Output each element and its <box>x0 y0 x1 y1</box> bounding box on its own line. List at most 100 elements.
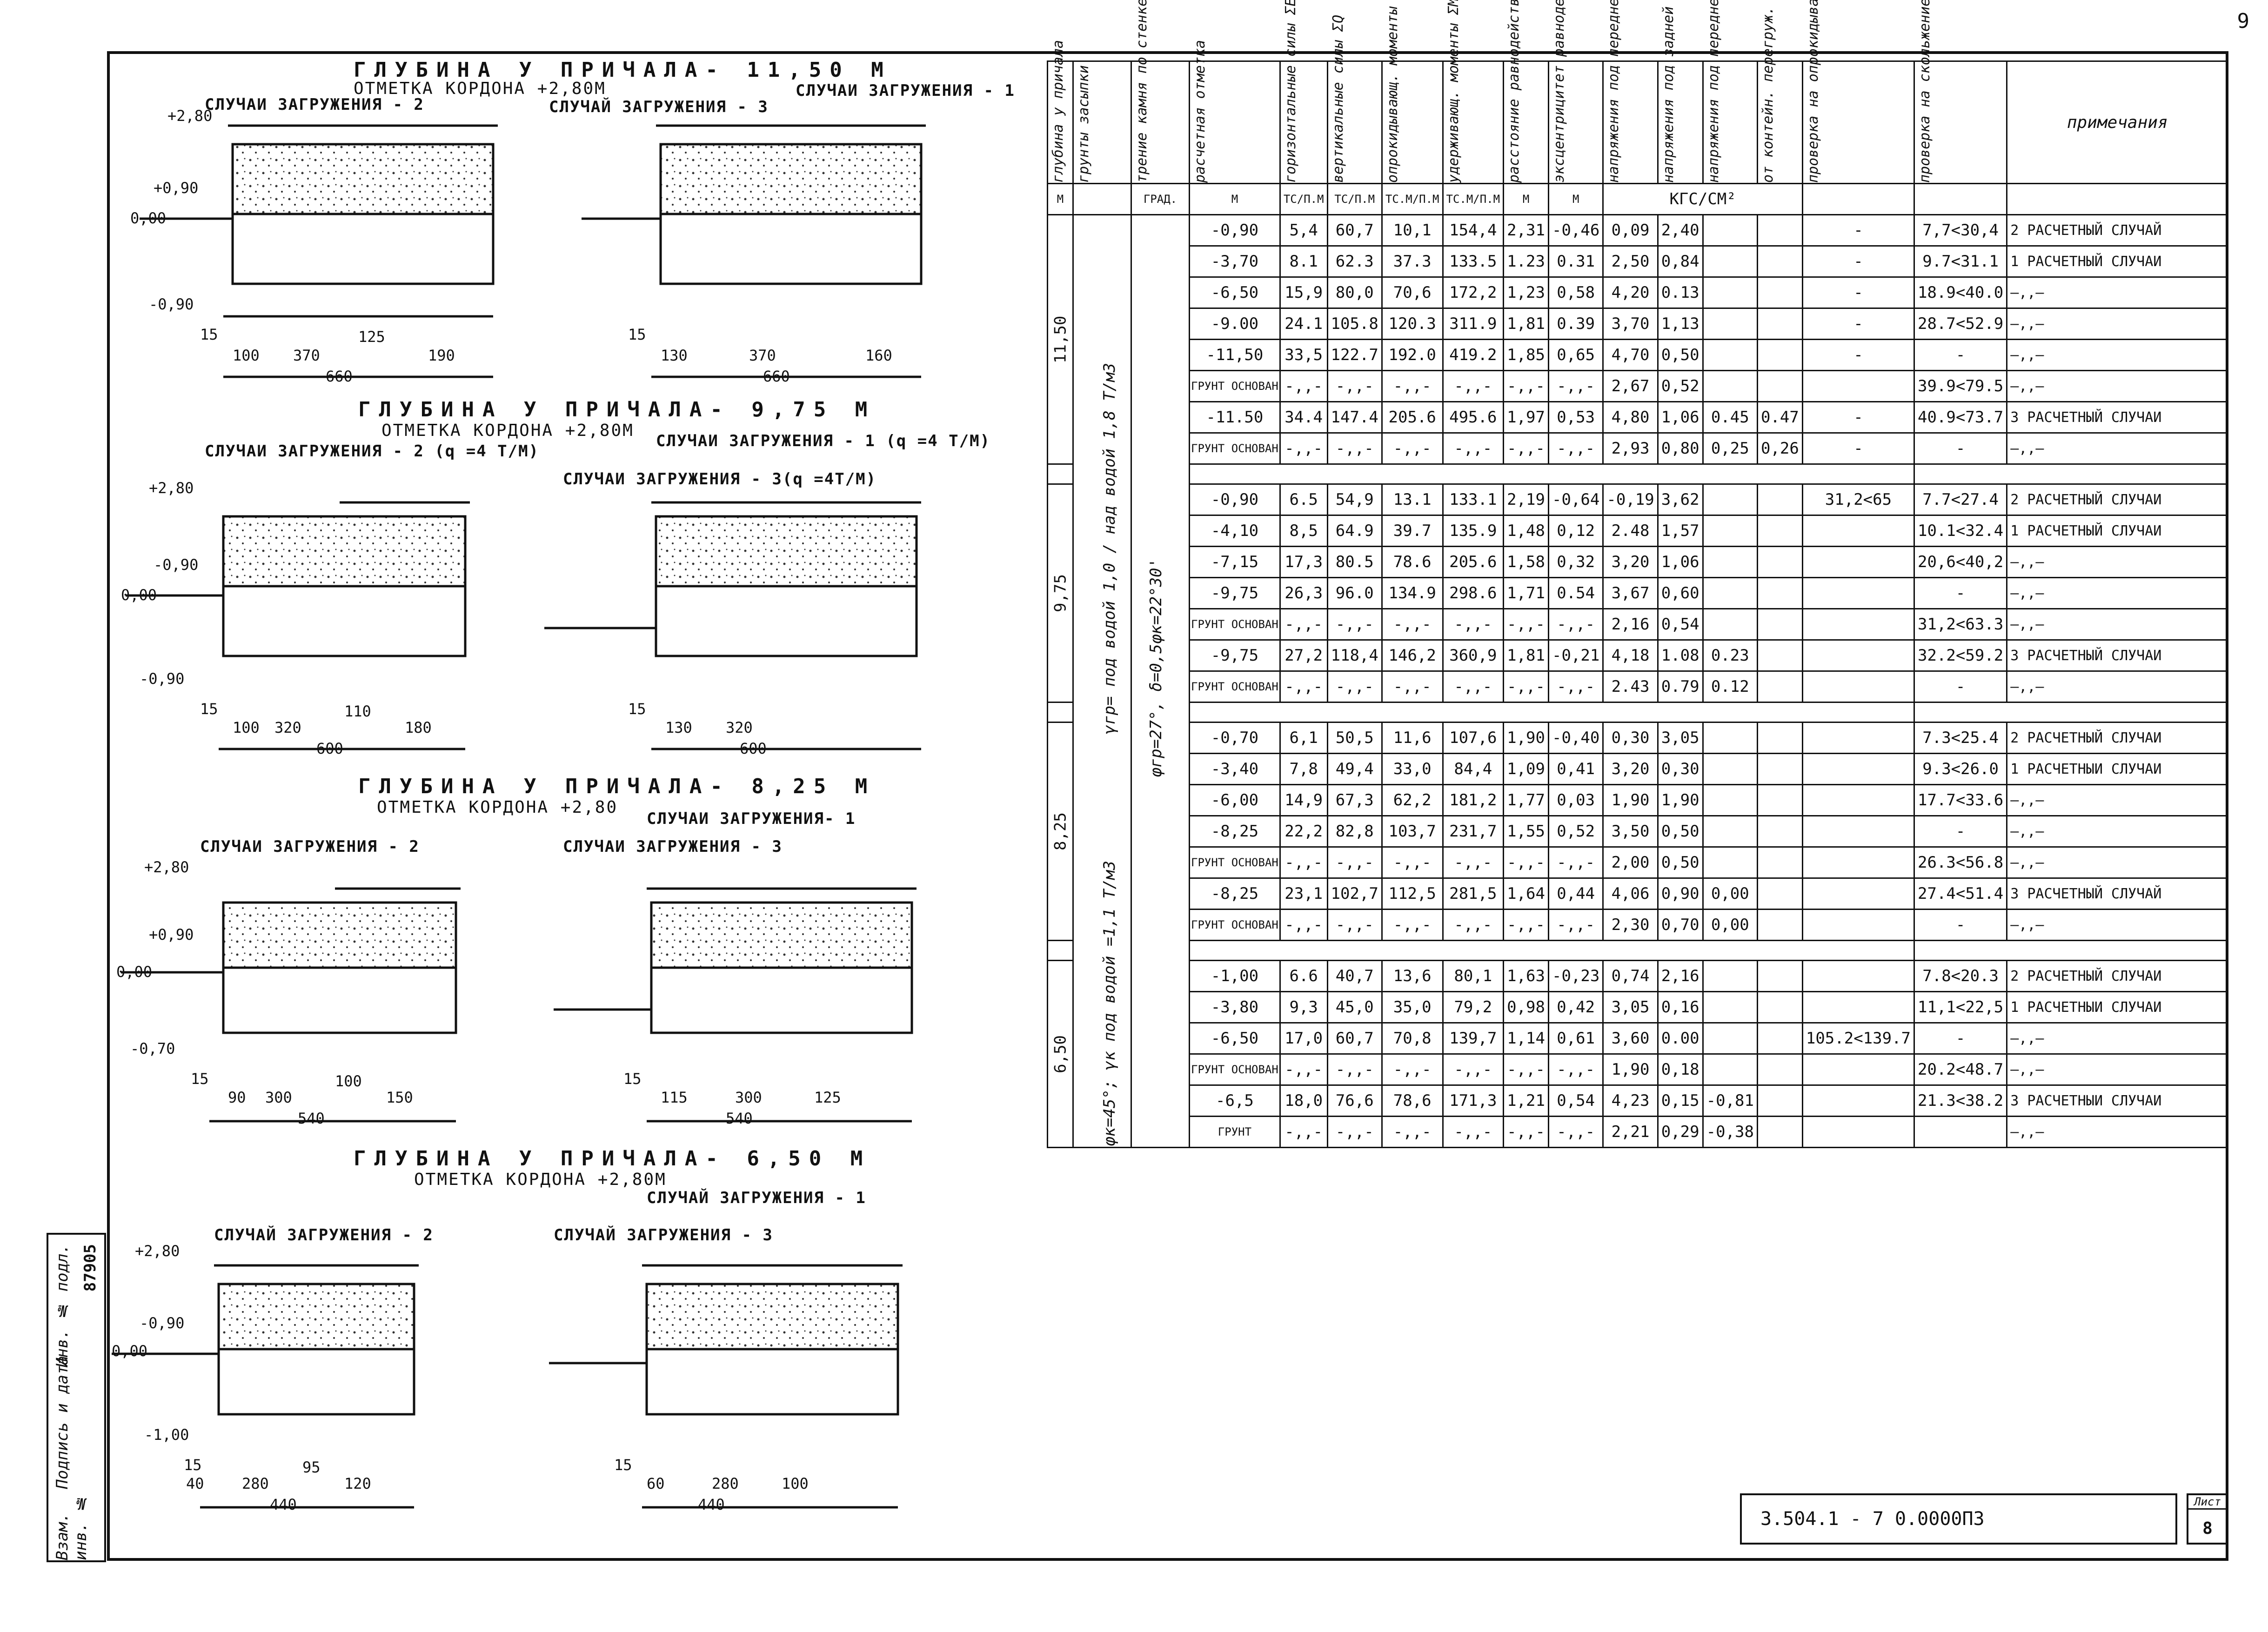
value-cell: 10,1 <box>1381 214 1444 247</box>
kordon-mark: ОТМЕТКА КОРДОНА +2,80 <box>377 798 618 817</box>
value-cell: 0,32 <box>1547 546 1604 578</box>
value-cell: 7,7<30,4 <box>1913 214 2008 247</box>
value-cell: -,,- <box>1442 370 1505 402</box>
dim: 15 <box>623 1070 642 1088</box>
dim: 150 <box>386 1089 413 1106</box>
value-cell: 1,85 <box>1503 339 1549 371</box>
value-cell: -,,- <box>1279 1053 1328 1086</box>
value-cell: 0,50 <box>1657 339 1704 371</box>
value-cell: 1,14 <box>1503 1022 1549 1055</box>
column-header-text: расчетная отметка <box>1192 40 1208 183</box>
value-cell <box>1702 370 1758 402</box>
value-cell: - <box>1913 577 2008 609</box>
case-label-right: СЛУЧАЙ ЗАГРУЖЕНИЯ - 3 <box>554 1226 773 1244</box>
value-cell: 35,0 <box>1381 991 1444 1023</box>
column-header: расстояние равнодейств.-шей от передней … <box>1503 0 1549 184</box>
value-cell: 0.00 <box>1657 1022 1704 1055</box>
mark-cell: ГРУНТ ОСНОВАН <box>1189 670 1281 703</box>
mark-cell: -0,90 <box>1189 214 1281 247</box>
value-cell: -,,- <box>1381 909 1444 941</box>
value-cell: 1,81 <box>1503 639 1549 672</box>
value-cell: -,,- <box>1442 608 1505 641</box>
value-cell: 7.3<25.4 <box>1913 722 2008 754</box>
value-cell: 0.13 <box>1657 276 1704 309</box>
value-cell: 9,3 <box>1279 991 1328 1023</box>
column-header-text: глубина у причала <box>1050 40 1066 183</box>
value-cell: -,,- <box>1503 1116 1549 1148</box>
note-cell: —,,— <box>2006 276 2229 309</box>
value-cell: 13.1 <box>1381 483 1444 516</box>
value-cell: 11,6 <box>1381 722 1444 754</box>
value-cell <box>1702 339 1758 371</box>
value-cell: 281,5 <box>1442 877 1505 910</box>
note-cell: —,,— <box>2006 339 2229 371</box>
value-cell <box>1702 577 1758 609</box>
value-cell: -,,- <box>1503 432 1549 465</box>
value-cell: 39.7 <box>1381 515 1444 547</box>
value-cell: 10.1<32.4 <box>1913 515 2008 547</box>
value-cell: 0,98 <box>1503 991 1549 1023</box>
column-header: эксцентрицитет равнодейств.-щ. силы e <box>1547 0 1604 184</box>
value-cell: 2.48 <box>1602 515 1659 547</box>
value-cell: 5,4 <box>1279 214 1328 247</box>
dim: 320 <box>726 719 753 736</box>
mark-cell: ГРУНТ ОСНОВАН <box>1189 370 1281 402</box>
value-cell: 80,0 <box>1326 276 1383 309</box>
column-header-text: напряжения под передней гранью σ1 <box>1606 0 1622 183</box>
value-cell: - <box>1801 401 1915 434</box>
value-cell: 26,3 <box>1279 577 1328 609</box>
note-cell: —,,— <box>2006 577 2229 609</box>
column-header: напряжения под передней гранью. от порта… <box>1702 0 1758 184</box>
value-cell: 17.7<33.6 <box>1913 784 2008 816</box>
value-cell <box>1801 670 1915 703</box>
dim: 130 <box>661 347 688 364</box>
value-cell: 122.7 <box>1326 339 1383 371</box>
value-cell: 133.1 <box>1442 483 1505 516</box>
value-cell: 2,40 <box>1657 214 1704 247</box>
column-header-text: проверка на скольжение <box>1917 0 1933 183</box>
note-cell: —,,— <box>2006 1116 2229 1148</box>
value-cell: 4,70 <box>1602 339 1659 371</box>
soil-note-1: γгр= под водой 1,0 / над водой 1,8 Т/м3 <box>1100 363 1119 735</box>
level-mark: +2,80 <box>144 858 189 876</box>
value-cell <box>1702 214 1758 247</box>
unit-cell <box>2006 183 2229 215</box>
column-header: трение камня по стенке <box>1131 0 1190 184</box>
dim: 100 <box>233 347 260 364</box>
mark-cell: -3,80 <box>1189 991 1281 1023</box>
value-cell: 80.5 <box>1326 546 1383 578</box>
value-cell: -,,- <box>1547 608 1604 641</box>
column-header-text: эксцентрицитет равнодейств.-щ. силы e <box>1551 0 1567 183</box>
page-label: Лист <box>2188 1495 2227 1510</box>
value-cell <box>1801 815 1915 848</box>
sheet-corner-mark: 9 <box>2237 9 2250 33</box>
depth-cell: 8,25 <box>1047 722 1073 941</box>
value-cell: -,,- <box>1547 432 1604 465</box>
depth-cell: 11,50 <box>1047 214 1073 464</box>
value-cell <box>1756 308 1803 340</box>
kordon-mark: ОТМЕТКА КОРДОНА +2,80М <box>381 421 634 440</box>
value-cell: 105.2<139.7 <box>1801 1022 1915 1055</box>
value-cell <box>1756 546 1803 578</box>
value-cell: 0,84 <box>1657 245 1704 278</box>
value-cell: 13,6 <box>1381 960 1444 992</box>
group-separator <box>1046 702 2228 723</box>
value-cell <box>1801 960 1915 992</box>
case-label-top: СЛУЧАИ ЗАГРУЖЕНИЯ- 1 <box>647 809 856 828</box>
value-cell <box>1702 546 1758 578</box>
value-cell: 3,20 <box>1602 546 1659 578</box>
mark-cell: -6,5 <box>1189 1084 1281 1117</box>
value-cell <box>1801 515 1915 547</box>
value-cell <box>1801 1053 1915 1086</box>
value-cell: 0,30 <box>1602 722 1659 754</box>
value-cell: 1,90 <box>1602 1053 1659 1086</box>
value-cell: 0,42 <box>1547 991 1604 1023</box>
value-cell: 79,2 <box>1442 991 1505 1023</box>
value-cell: 0,12 <box>1547 515 1604 547</box>
